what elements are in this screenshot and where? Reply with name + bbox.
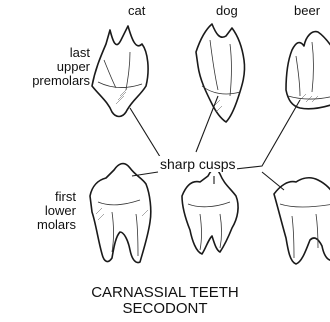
row-label-upper-line-2: upper [4,60,90,74]
row-label-upper-line-1: last [4,46,90,60]
column-label-cat: cat [128,3,145,18]
dog-lower-molar [182,169,238,254]
row-label-lower-line-2: lower [4,204,76,218]
bear-lower-molar [274,178,330,264]
bear-upper-premolar [286,32,330,109]
row-label-upper-premolars: last upper premolars [4,46,90,88]
caption-title: CARNASSIAL TEETH [0,284,330,301]
cat-lower-molar [90,164,151,263]
row-label-lower-line-3: molars [4,218,76,232]
cat-upper-premolar [92,26,148,117]
row-label-lower-line-1: first [4,190,76,204]
row-label-lower-molars: first lower molars [4,190,76,232]
column-label-bear: beer [294,3,320,18]
dog-upper-premolar [196,24,245,122]
column-label-dog: dog [216,3,238,18]
caption-subtitle: SECODONT [0,300,330,317]
sharp-cusps-label: sharp cusps [158,156,237,172]
row-label-upper-line-3: premolars [4,74,90,88]
